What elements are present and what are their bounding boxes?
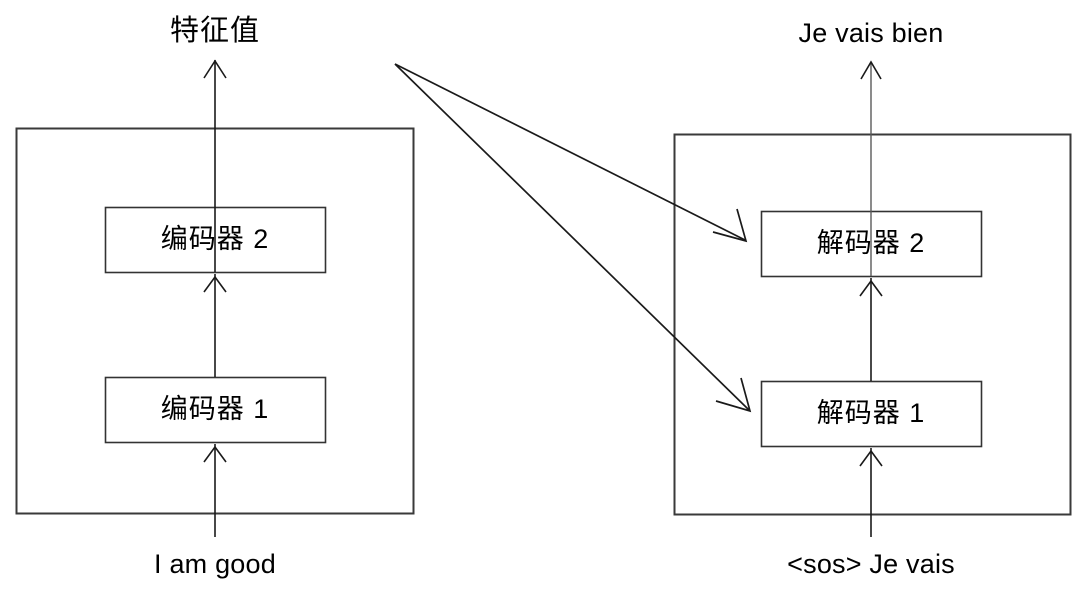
arrow-encoder-2-to-feature-output [203, 59, 227, 272]
decoder-output-label: Je vais bien [798, 18, 944, 48]
encoder-1-label: 编码器 1 [160, 394, 270, 424]
decoder-input-label: <sos> Je vais [787, 549, 955, 579]
arrow-decoder-1-to-decoder-2 [859, 278, 883, 381]
decoder-outer-box [673, 133, 1072, 516]
encoder-1-box[interactable] [104, 376, 327, 444]
arrow-input-to-encoder-1 [203, 444, 227, 537]
decoder-1-box[interactable] [760, 380, 983, 448]
encoder-2-label: 编码器 2 [160, 224, 270, 254]
decoder-1-label: 解码器 1 [816, 398, 926, 428]
arrow-encoder-output-to-decoder-2 [394, 63, 748, 243]
arrow-input-to-decoder-1 [859, 448, 883, 537]
decoder-2-label: 解码器 2 [816, 228, 926, 258]
encoder-output-label: 特征值 [169, 15, 261, 47]
encoder-input-label: I am good [154, 549, 276, 579]
arrow-encoder-1-to-encoder-2 [203, 274, 227, 377]
arrow-decoder-2-to-text-output [860, 60, 882, 276]
arrow-encoder-output-to-decoder-1 [394, 63, 752, 413]
